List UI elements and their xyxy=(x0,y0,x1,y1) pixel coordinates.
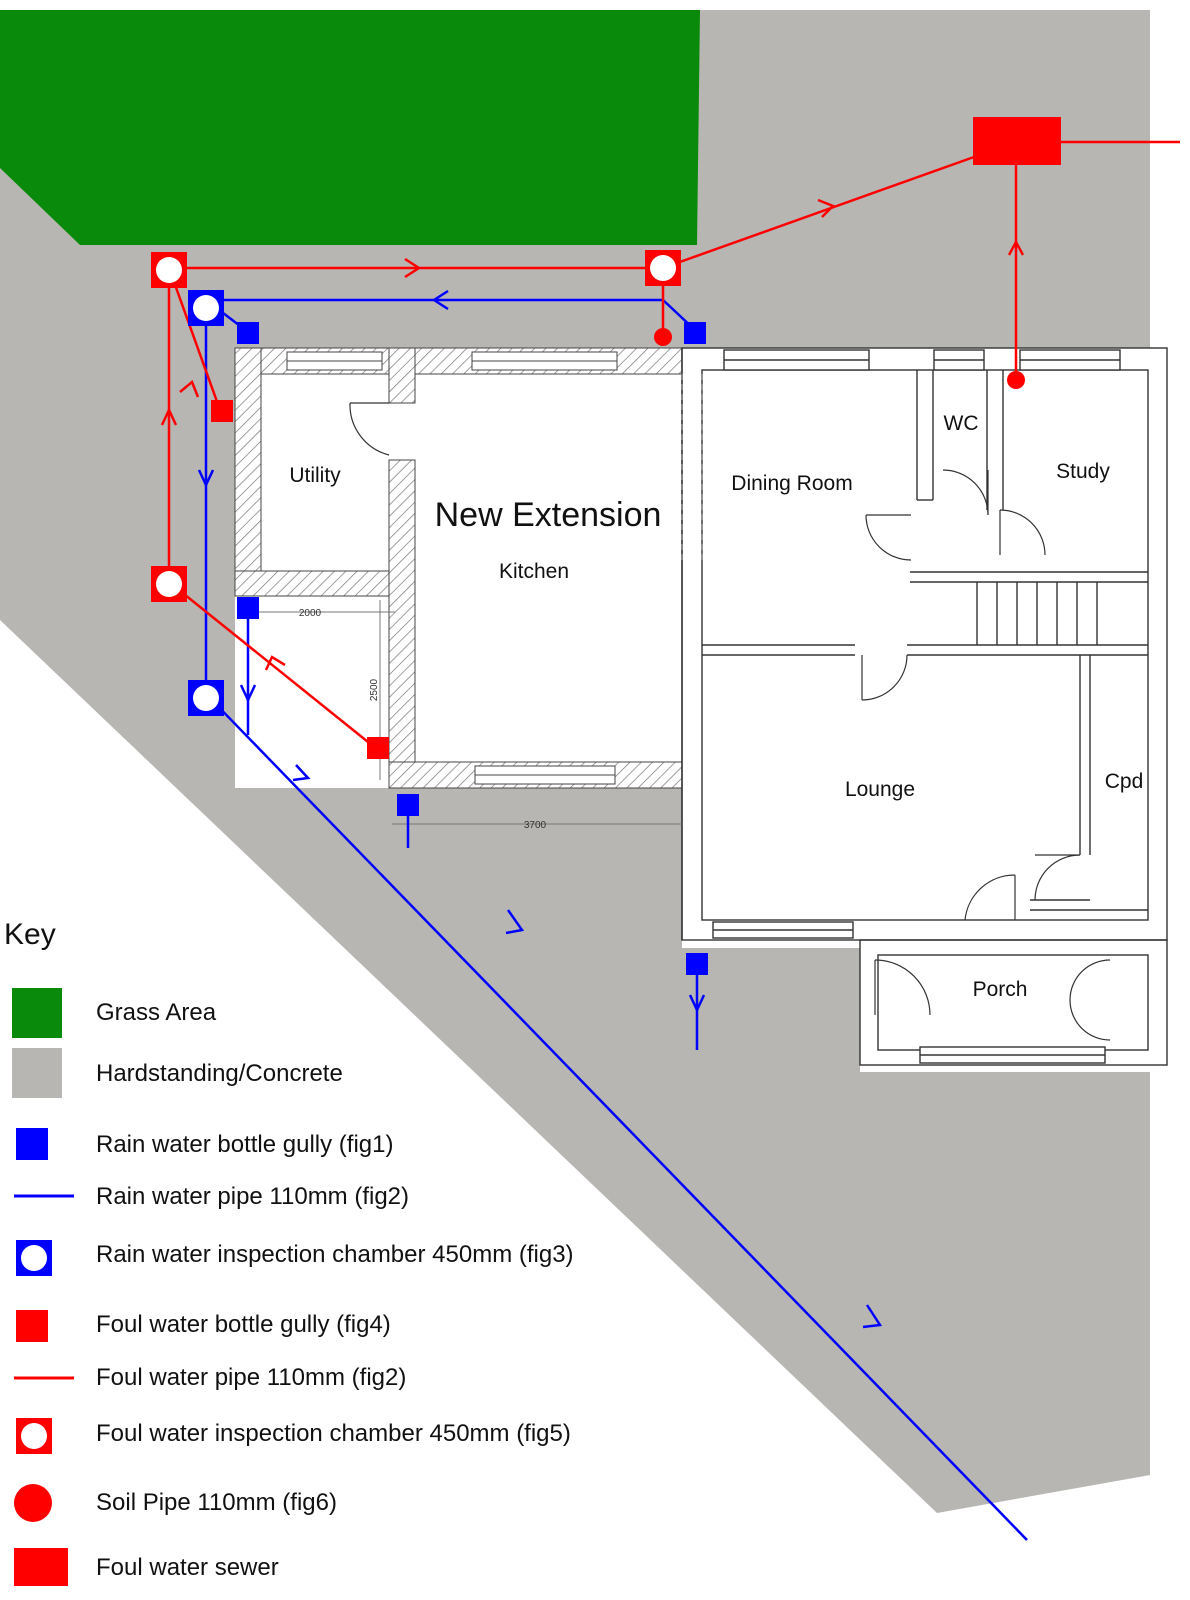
room-dining: Dining Room xyxy=(731,472,852,495)
house-footprint xyxy=(235,348,1167,1072)
grass-area xyxy=(0,10,700,245)
legend-label-rain-gully: Rain water bottle gully (fig1) xyxy=(96,1131,393,1158)
door-swings xyxy=(861,469,1111,1041)
rain-inspection-chambers xyxy=(188,290,224,716)
legend-label-soil-pipe: Soil Pipe 110mm (fig6) xyxy=(96,1489,337,1516)
utility-door xyxy=(349,402,390,456)
legend-label-grass: Grass Area xyxy=(96,999,217,1026)
room-lounge: Lounge xyxy=(845,778,915,801)
foul-inspection-chambers xyxy=(151,250,681,602)
legend-label-foul-chamber: Foul water inspection chamber 450mm (fig… xyxy=(96,1420,571,1447)
grass-swatch-icon xyxy=(12,988,62,1038)
legend-label-concrete: Hardstanding/Concrete xyxy=(96,1060,343,1087)
room-cpd: Cpd xyxy=(1105,770,1144,793)
rain-chamber-icon xyxy=(16,1240,52,1276)
foul-water-pipes xyxy=(167,140,1180,751)
rain-flow-arrows xyxy=(197,289,883,1329)
soil-pipe-icon xyxy=(14,1484,52,1522)
rain-bottle-gullies xyxy=(237,322,708,975)
legend-label-rain-pipe: Rain water pipe 110mm (fig2) xyxy=(96,1183,409,1210)
dimension-3700: 3700 xyxy=(524,820,547,831)
foul-flow-arrows xyxy=(160,198,1025,671)
rain-water-pipes xyxy=(204,298,1028,1541)
extension-windows xyxy=(286,351,618,785)
foul-chamber-icon xyxy=(16,1418,52,1454)
house-walls xyxy=(681,347,1168,1066)
room-porch: Porch xyxy=(973,978,1028,1001)
room-study: Study xyxy=(1056,460,1110,483)
foul-sewer-icon xyxy=(14,1548,68,1586)
foul-bottle-gullies xyxy=(211,400,389,759)
legend: Key Grass Area Hardstanding/Concrete Rai… xyxy=(4,918,574,1586)
legend-label-rain-chamber: Rain water inspection chamber 450mm (fig… xyxy=(96,1241,574,1268)
dimension-2000: 2000 xyxy=(299,608,322,619)
foul-water-sewer xyxy=(973,117,1061,165)
legend-label-foul-sewer: Foul water sewer xyxy=(96,1554,279,1581)
page-title-new-extension: New Extension xyxy=(435,496,662,534)
dimension-2500: 2500 xyxy=(369,678,380,701)
legend-title: Key xyxy=(4,918,56,951)
concrete-swatch-icon xyxy=(12,1048,62,1098)
legend-label-foul-gully: Foul water bottle gully (fig4) xyxy=(96,1311,391,1338)
room-kitchen: Kitchen xyxy=(499,560,569,583)
legend-label-foul-pipe: Foul water pipe 110mm (fig2) xyxy=(96,1364,406,1391)
foul-gully-icon xyxy=(16,1310,48,1342)
rain-gully-icon xyxy=(16,1128,48,1160)
room-utility: Utility xyxy=(289,464,341,487)
soil-pipes xyxy=(654,328,1025,389)
room-wc: WC xyxy=(944,412,979,435)
